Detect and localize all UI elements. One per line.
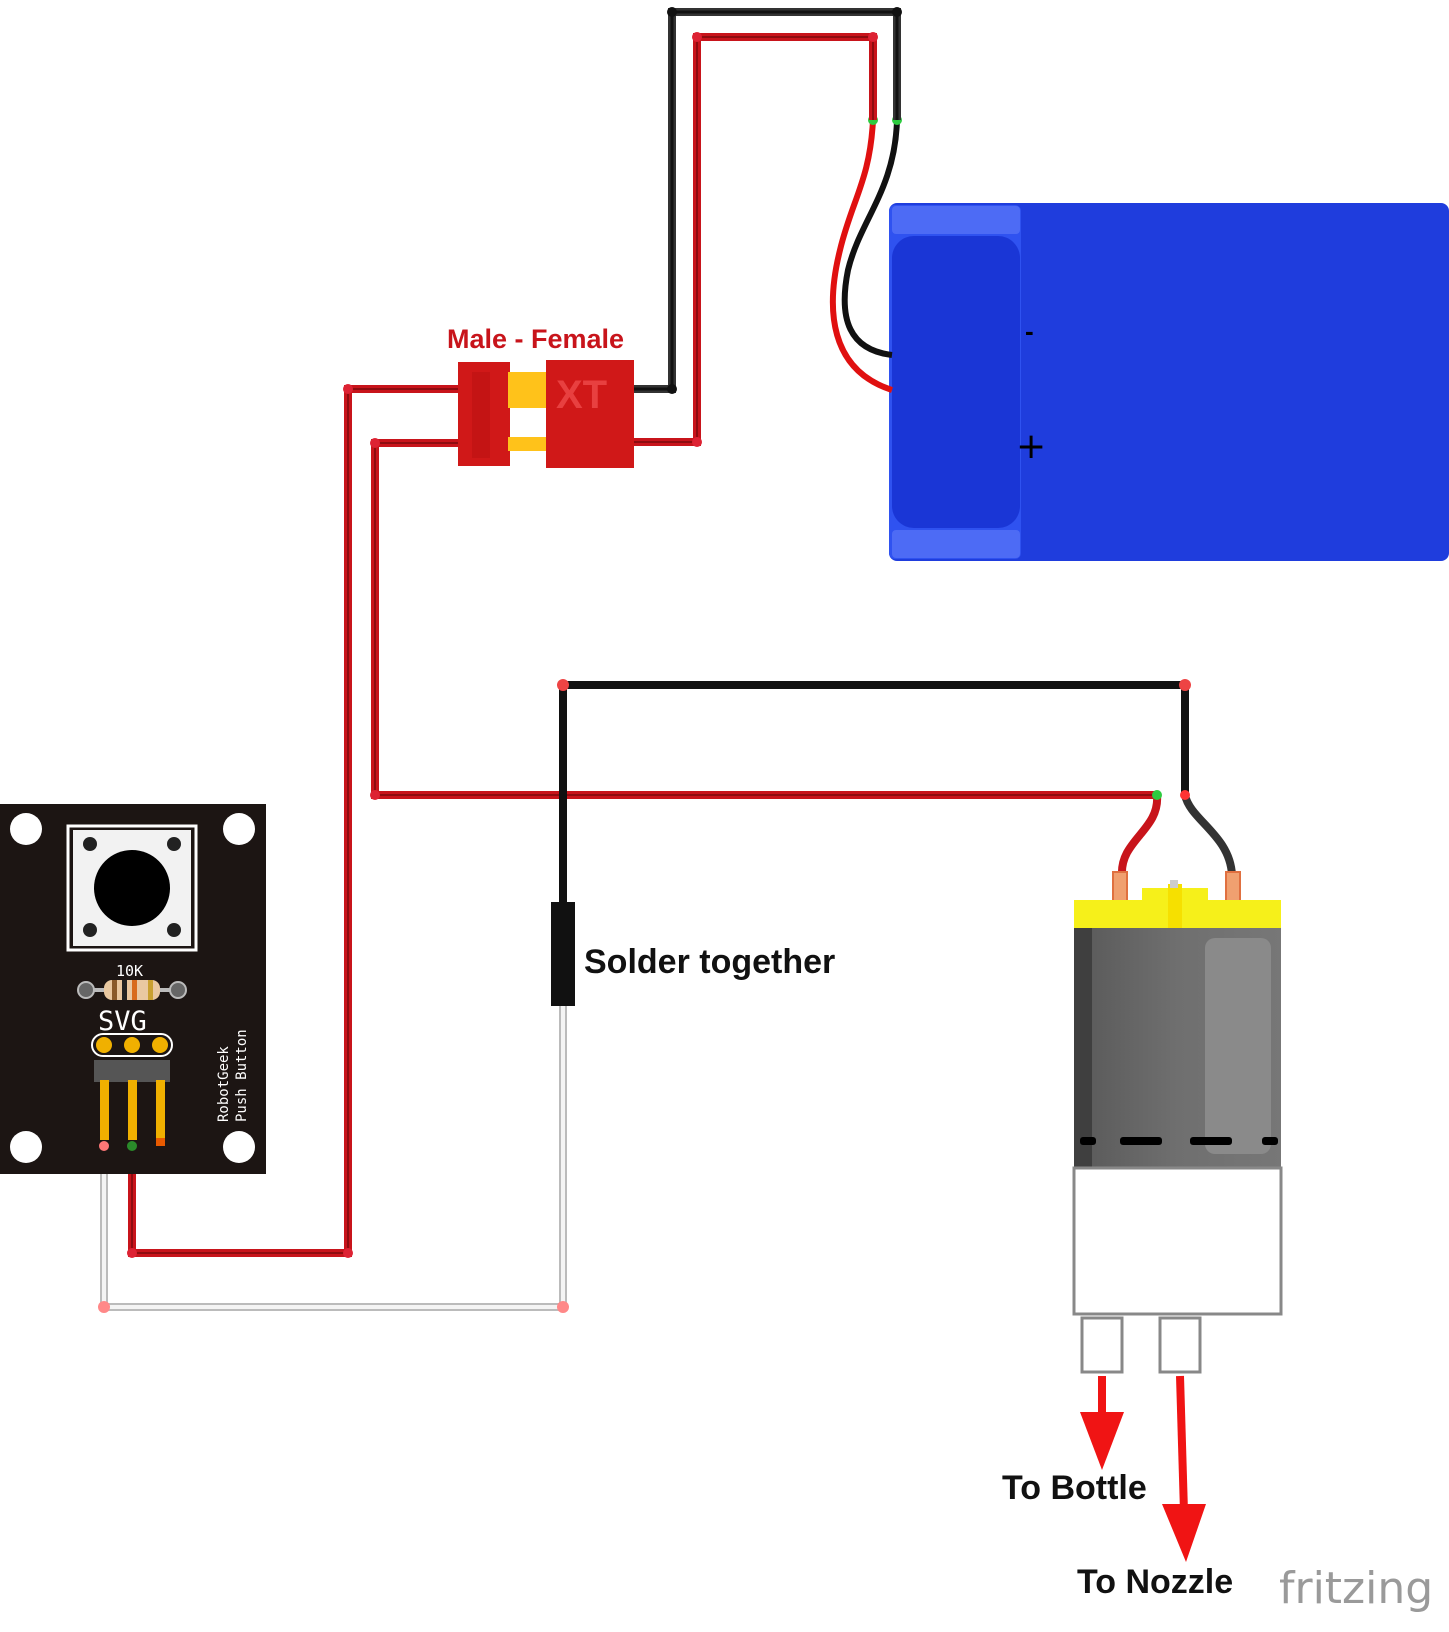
board-name-line1: RobotGeek <box>216 1046 232 1122</box>
push-button[interactable] <box>94 850 170 926</box>
pump-head <box>1072 1166 1283 1316</box>
motor-red-lead <box>1117 794 1162 876</box>
battery-plus-label: + <box>1016 426 1046 467</box>
battery: - + <box>889 203 1449 561</box>
outlet-to-nozzle <box>1158 1316 1202 1374</box>
xt-connector-mark: XT <box>556 373 607 417</box>
battery-minus-label: - <box>1025 316 1034 346</box>
xt-connector: XT <box>458 360 634 468</box>
outlet-to-bottle <box>1080 1316 1124 1374</box>
arrow-to-bottle <box>1080 1376 1124 1470</box>
arrow-to-nozzle <box>1162 1375 1206 1562</box>
pin-header <box>94 1060 170 1082</box>
mount-hole <box>223 1131 255 1163</box>
to-bottle-label: To Bottle <box>1002 1469 1147 1507</box>
battery-black-lead <box>841 119 900 358</box>
wire-black-motor <box>559 681 1189 905</box>
push-button-board: 10K SVG RobotGeek Push Button <box>0 804 266 1174</box>
solder-joint-sleeve <box>551 902 575 1006</box>
motor-black-lead <box>1181 793 1236 876</box>
mount-hole <box>223 813 255 845</box>
resistor-label: 10K <box>116 962 143 980</box>
wire-joints <box>98 7 1191 1313</box>
pin-label: SVG <box>98 1006 147 1037</box>
to-nozzle-label: To Nozzle <box>1077 1563 1233 1601</box>
fritzing-logo: fritzing <box>1279 1563 1433 1614</box>
pump-motor <box>1072 790 1283 1374</box>
mount-hole <box>10 813 42 845</box>
solder-label: Solder together <box>584 943 835 981</box>
battery-red-lead <box>829 119 893 393</box>
connector-label: Male - Female <box>447 324 624 354</box>
board-name-line2: Push Button <box>234 1029 250 1122</box>
mount-hole <box>10 1131 42 1163</box>
